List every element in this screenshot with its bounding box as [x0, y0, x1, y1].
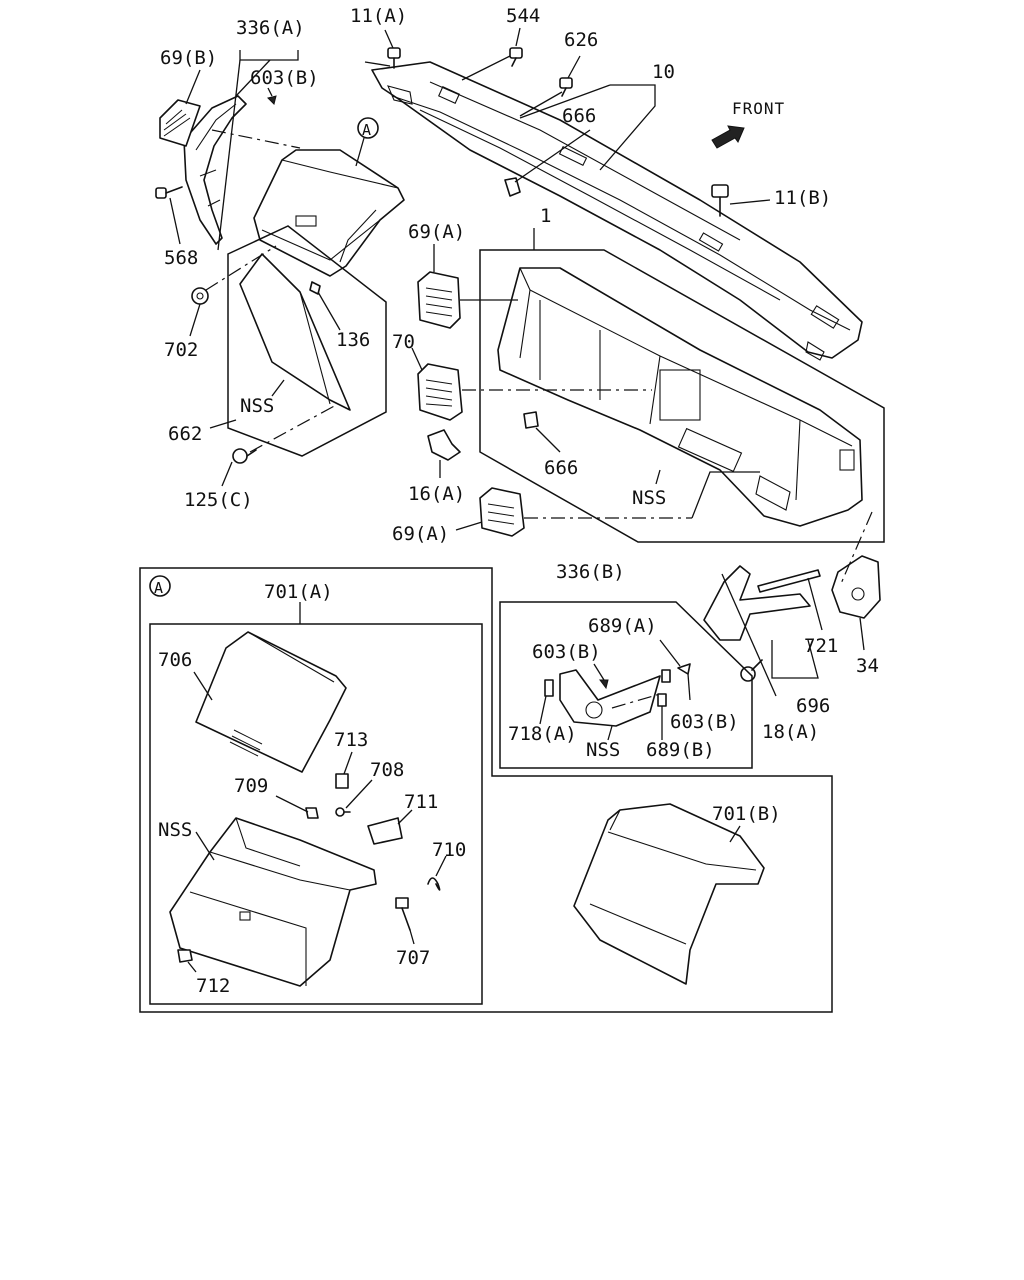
label-721: 721 [804, 635, 838, 657]
end-cap-34 [831, 555, 881, 619]
label-712: 712 [196, 975, 230, 997]
detail-a-inner-frame [149, 623, 483, 1005]
label-713: 713 [334, 729, 368, 751]
side-trim-336b-frame [499, 601, 753, 769]
label-662: 662 [168, 423, 202, 445]
label-696: 696 [796, 695, 830, 717]
screw-568 [155, 186, 183, 199]
label-702: 702 [164, 339, 198, 361]
upper-cover-panel-10 [371, 61, 863, 361]
label-136: 136 [336, 329, 370, 351]
label-626: 626 [564, 29, 598, 51]
label-10: 10 [652, 61, 675, 83]
spring-710 [427, 877, 441, 891]
strip-721 [757, 569, 821, 593]
label-nss-mid: NSS [632, 487, 666, 509]
label-34: 34 [856, 655, 879, 677]
nut-702 [191, 287, 209, 305]
screw-544 [509, 47, 523, 67]
glove-box-701b [573, 803, 765, 985]
vent-69a-top [417, 271, 461, 329]
label-11a: 11(A) [350, 5, 407, 27]
screw-709 [305, 807, 319, 819]
label-603b-top: 603(B) [250, 67, 319, 89]
label-709: 709 [234, 775, 268, 797]
label-568: 568 [164, 247, 198, 269]
label-70: 70 [392, 331, 415, 353]
label-666-top: 666 [562, 105, 596, 127]
side-trim-336a [183, 95, 247, 245]
callout-a-top-letter: A [362, 121, 371, 139]
label-69b: 69(B) [160, 47, 217, 69]
instrument-panel-frame-1 [479, 249, 885, 543]
label-336b: 336(B) [556, 561, 625, 583]
detail-a-outer-frame [139, 567, 833, 1013]
clip-603b-left [599, 679, 609, 690]
label-707: 707 [396, 947, 430, 969]
label-69a-bottom: 69(A) [392, 523, 449, 545]
label-front: FRONT [732, 99, 785, 118]
label-666-mid: 666 [544, 457, 578, 479]
pad-603b-right [661, 669, 671, 683]
screw-626 [559, 77, 573, 97]
label-701b: 701(B) [712, 803, 781, 825]
pad-718a [544, 679, 554, 697]
clip-666-mid [523, 411, 539, 429]
label-1: 1 [540, 205, 551, 227]
clip-712 [177, 949, 193, 963]
label-18a: 18(A) [762, 721, 819, 743]
screw-603b-top [267, 95, 277, 105]
callout-a-top: A [357, 117, 379, 139]
label-689a: 689(A) [588, 615, 657, 637]
pad-689b [657, 693, 667, 707]
clip-689a [677, 663, 691, 675]
damper-707 [395, 897, 411, 931]
callout-a-detail-letter: A [154, 579, 163, 597]
clip-666-top [504, 177, 521, 197]
label-718a: 718(A) [508, 723, 577, 745]
vent-69a-bottom [479, 487, 525, 537]
label-701a: 701(A) [264, 581, 333, 603]
label-603b-right: 603(B) [670, 711, 739, 733]
vent-69b [159, 99, 201, 147]
label-125c: 125(C) [184, 489, 253, 511]
label-69a-top: 69(A) [408, 221, 465, 243]
front-direction-arrow-icon [711, 125, 745, 149]
glove-box-body-detail [169, 817, 377, 987]
lower-cover-662-frame [227, 225, 387, 457]
label-nss-top: NSS [240, 395, 274, 417]
label-706: 706 [158, 649, 192, 671]
label-nss-336b: NSS [586, 739, 620, 761]
side-trim-336b-body [559, 669, 661, 727]
bracket-696 [703, 565, 811, 641]
label-544: 544 [506, 5, 540, 27]
bracket-16a [427, 429, 461, 461]
glove-box-lid-706 [195, 631, 347, 773]
label-689b: 689(B) [646, 739, 715, 761]
callout-a-detail: A [149, 575, 171, 597]
label-711: 711 [404, 791, 438, 813]
clip-136 [309, 281, 321, 295]
label-336a: 336(A) [236, 17, 305, 39]
instrument-panel-body [497, 267, 863, 527]
label-nss-detail: NSS [158, 819, 192, 841]
latch-713 [335, 773, 349, 789]
pin-708 [335, 807, 351, 817]
label-11b: 11(B) [774, 187, 831, 209]
glove-box-assembly [253, 149, 405, 277]
label-16a: 16(A) [408, 483, 465, 505]
screw-125c [232, 448, 257, 464]
bolt-11b [711, 184, 729, 217]
striker-711 [367, 817, 403, 845]
screw-11a [387, 47, 401, 69]
label-708: 708 [370, 759, 404, 781]
vent-70 [417, 363, 463, 421]
label-710: 710 [432, 839, 466, 861]
label-603b-left: 603(B) [532, 641, 601, 663]
